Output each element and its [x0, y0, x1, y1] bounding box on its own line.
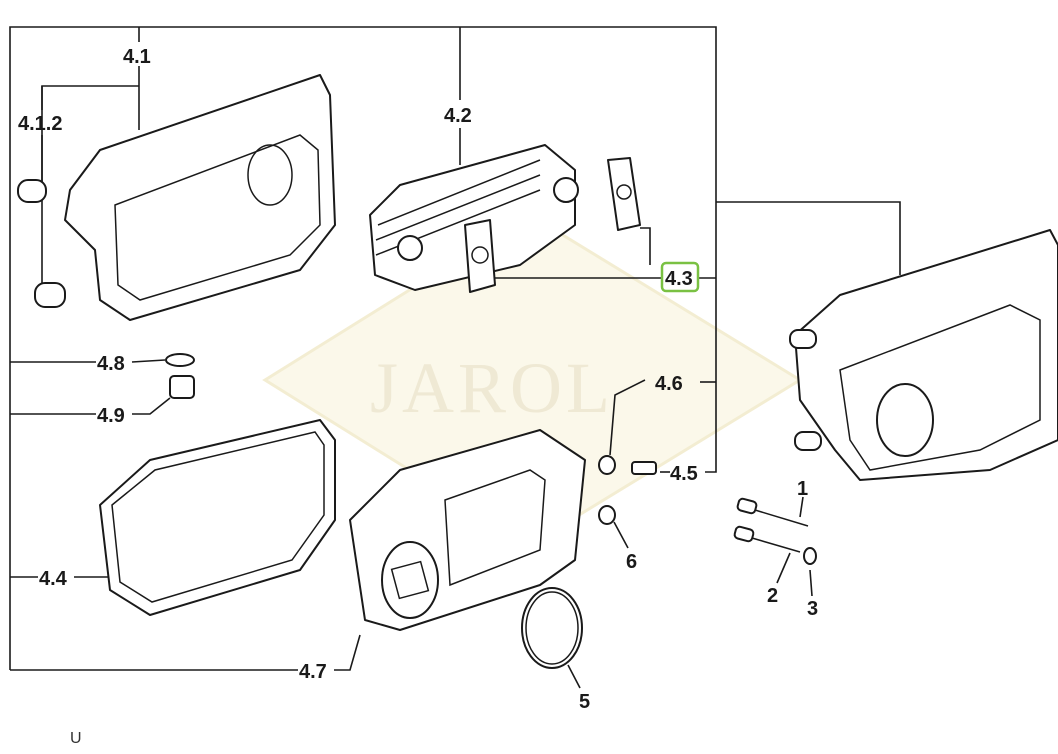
gaskets-4-3 [464, 157, 641, 293]
plug-4-9 [169, 375, 195, 399]
label-3[interactable]: 3 [807, 598, 818, 620]
washer-4-6 [598, 455, 616, 475]
bolt-2 [733, 525, 801, 553]
label-5[interactable]: 5 [579, 691, 590, 713]
corner-mark: U [70, 730, 82, 747]
label-4-7[interactable]: 4.7 [299, 661, 327, 683]
label-4-2[interactable]: 4.2 [444, 105, 472, 127]
label-4-9[interactable]: 4.9 [97, 405, 125, 427]
label-4-1[interactable]: 4.1 [123, 46, 151, 68]
housing-cover-4-1 [64, 74, 336, 321]
label-2[interactable]: 2 [767, 585, 778, 607]
svg-text:JAROL: JAROL [370, 348, 614, 428]
tube-fittings-4-1-2 [17, 179, 66, 308]
label-4-5[interactable]: 4.5 [670, 463, 698, 485]
assembled-cooler-unit [789, 229, 1058, 481]
label-4-6[interactable]: 4.6 [655, 373, 683, 395]
highlight-box-4-3 [660, 261, 700, 293]
washer-3 [803, 547, 817, 565]
o-ring-5 [521, 587, 583, 669]
label-4-1-2[interactable]: 4.1.2 [18, 113, 62, 135]
seal-ring-4-8 [165, 353, 195, 367]
oil-cooler-4-2 [369, 144, 579, 291]
washer-6 [598, 505, 616, 525]
gasket-4-4 [99, 419, 336, 616]
label-4-4[interactable]: 4.4 [39, 568, 68, 590]
label-4-3[interactable]: 4.3 [665, 268, 693, 290]
bolt-1 [736, 497, 809, 527]
label-4-8[interactable]: 4.8 [97, 353, 125, 375]
label-6[interactable]: 6 [626, 551, 637, 573]
label-1[interactable]: 1 [797, 478, 808, 500]
screw-4-5 [631, 461, 657, 475]
cover-4-7 [349, 429, 586, 631]
